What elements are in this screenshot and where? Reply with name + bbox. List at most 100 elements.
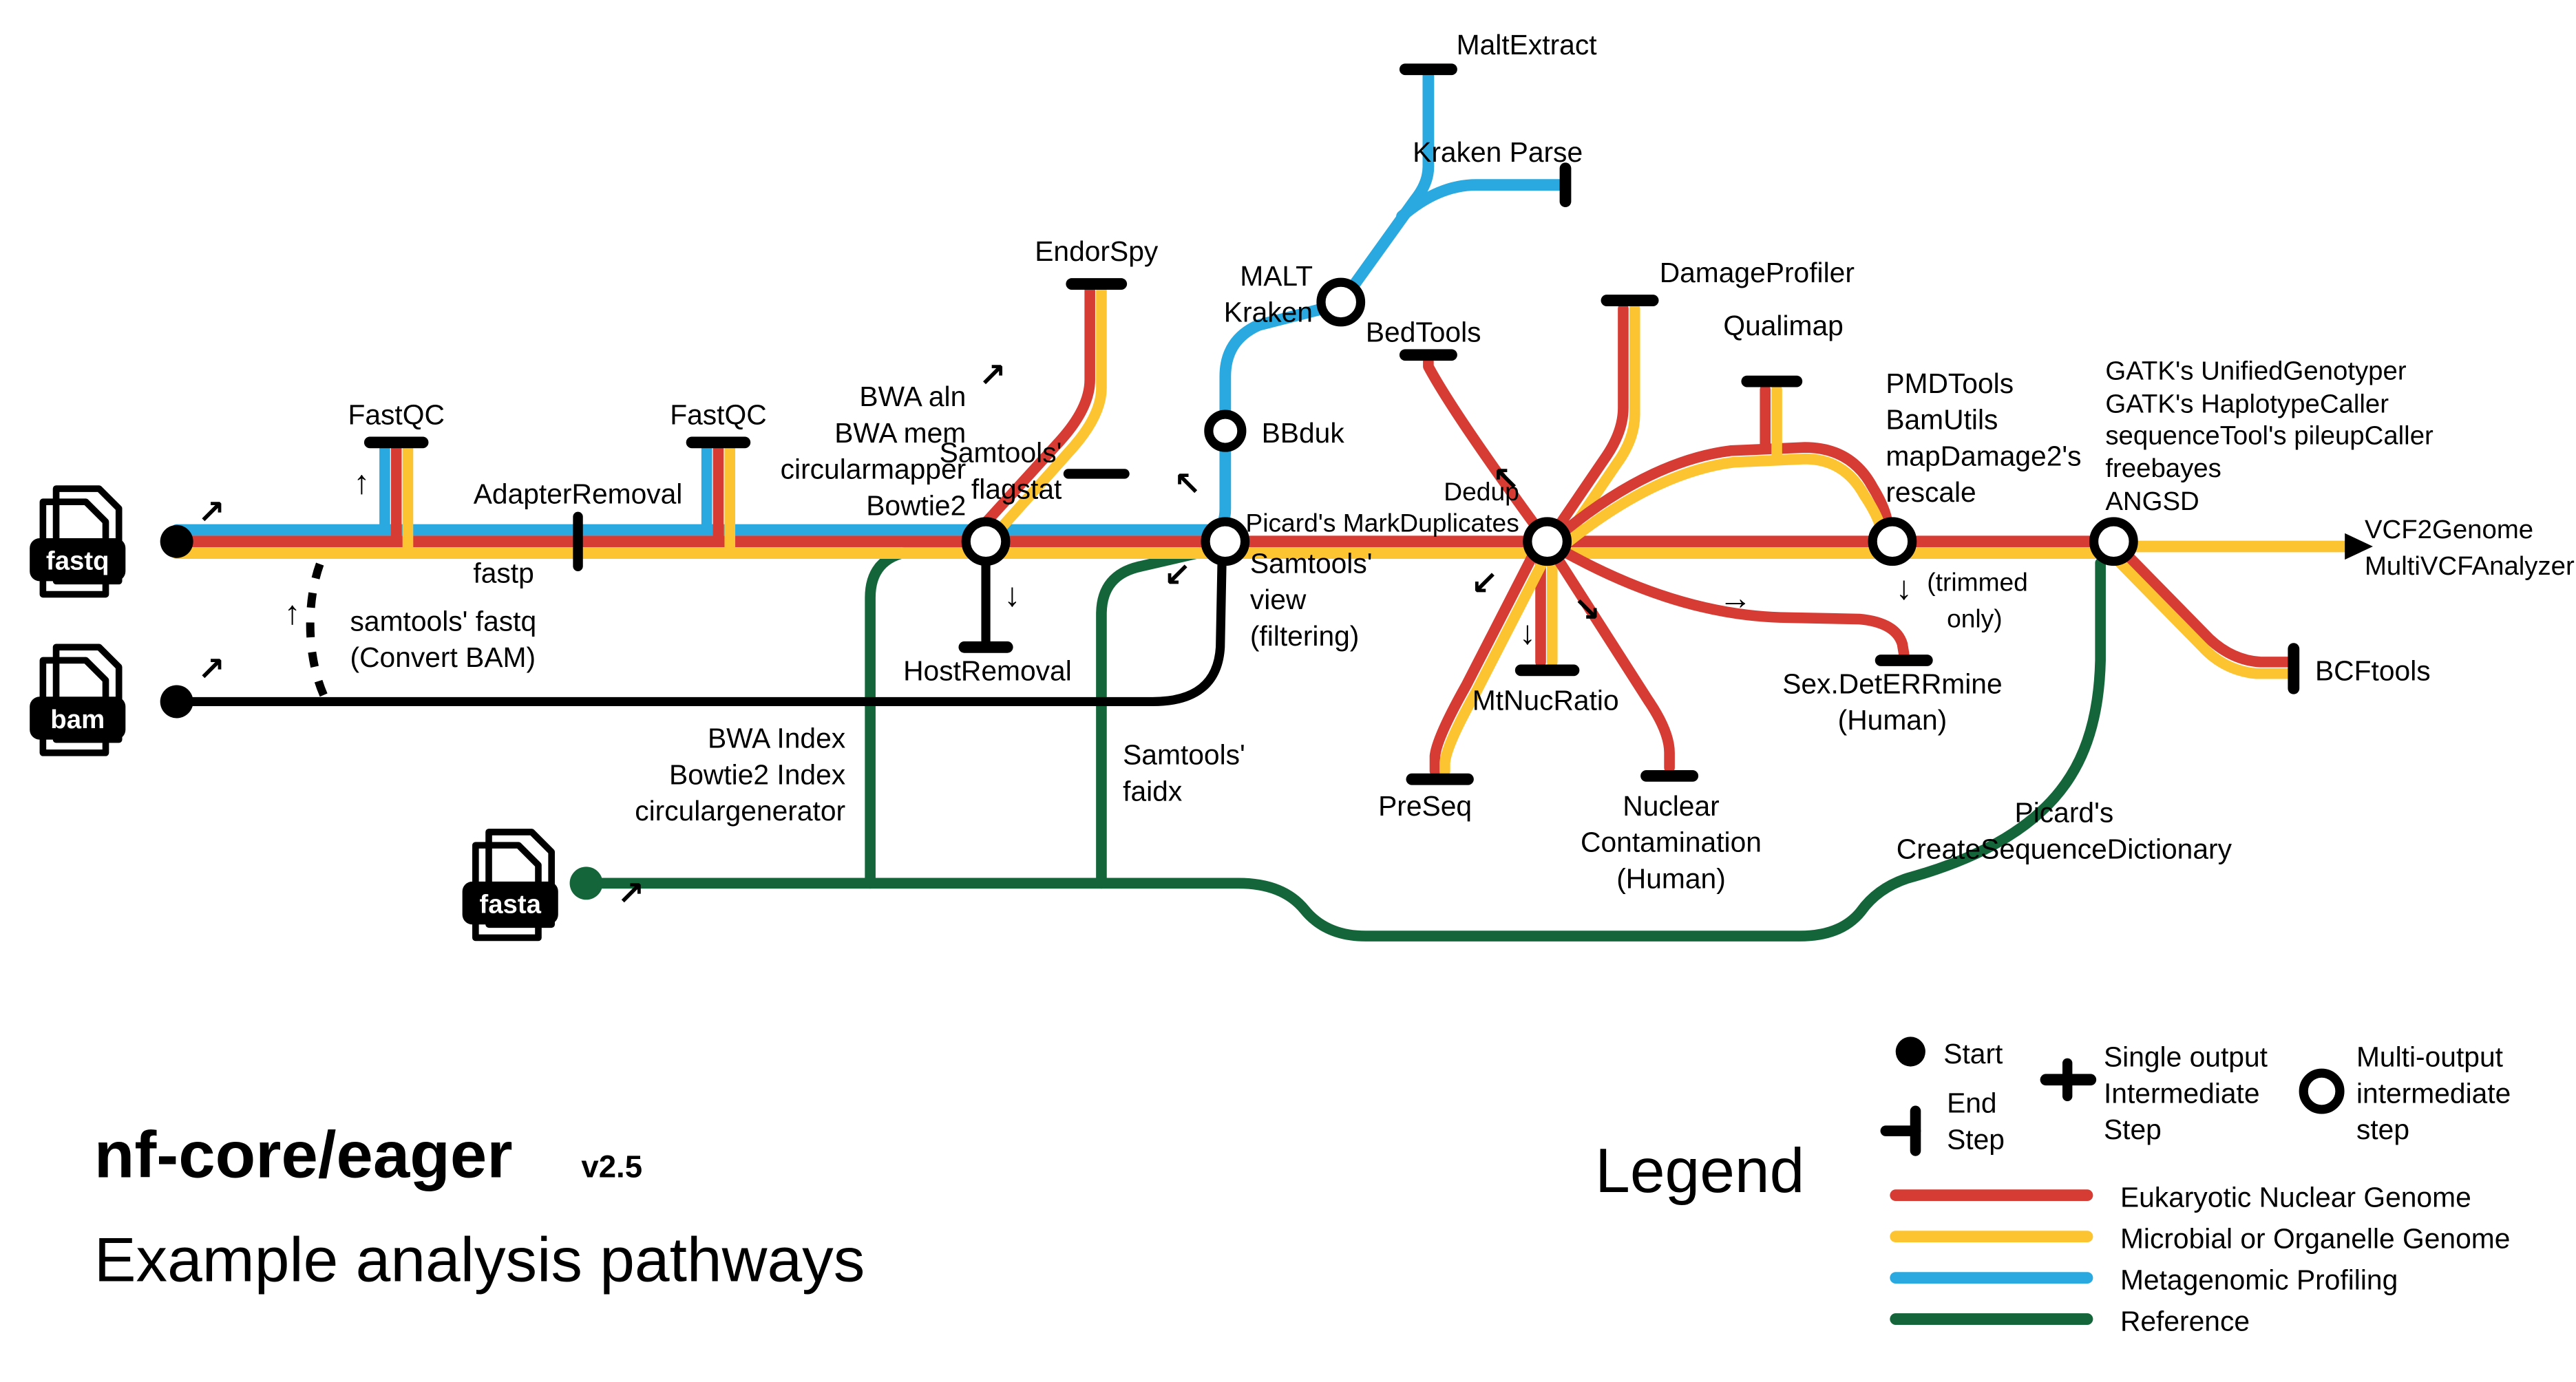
label-nuclear-2: Contamination [1581, 827, 1762, 858]
arrow-up-icon: ↑ [353, 465, 370, 501]
qualimap-arc-yellow [1563, 454, 1886, 547]
preseq-line-red [1429, 551, 1538, 776]
arrow-up-icon: ↑ [284, 595, 301, 632]
label-genotyper-5: ANGSD [2105, 487, 2199, 516]
label-aligner-1: BWA aln [859, 381, 966, 412]
arrow-down-left-icon: ↙ [1470, 566, 1498, 602]
fasta-icon-label: fasta [479, 889, 541, 919]
label-bedtools: BedTools [1366, 317, 1481, 348]
label-trimmed-1: (trimmed [1927, 568, 2028, 597]
legend-line-eukaryotic-label: Eukaryotic Nuclear Genome [2120, 1181, 2471, 1213]
arrow-up-right-icon: ↗ [979, 357, 1006, 394]
label-markduplicates: Picard's MarkDuplicates [1245, 508, 1519, 537]
legend-end-label-1: End [1947, 1087, 1997, 1119]
arrow-down-icon: ↓ [1004, 577, 1020, 613]
legend-heading: Legend [1595, 1136, 1804, 1206]
node-labels: FastQC AdapterRemoval fastp FastQC samto… [348, 29, 2575, 894]
label-convert-bam-1: samtools' fastq [350, 605, 537, 637]
malt-to-maltextract-line [1347, 70, 1435, 293]
endorspy-line-red [972, 285, 1095, 538]
fastq-start-node [160, 524, 193, 558]
damageprofiler-line-red [1552, 303, 1629, 534]
genotyping-node [2089, 517, 2138, 566]
label-genotyper-1: GATK's UnifiedGenotyper [2105, 357, 2406, 386]
document-icon [30, 647, 125, 753]
label-aligner-3: circularmapper [781, 454, 967, 485]
legend-line-metagenomic-label: Metagenomic Profiling [2120, 1264, 2398, 1295]
legend-multi-label-1: Multi-output [2356, 1041, 2504, 1073]
samtools-view-node [1201, 517, 1250, 566]
label-sexdeterrmine-1: Sex.DetERRmine [1782, 668, 2002, 699]
output-arrow-head [2345, 533, 2373, 560]
legend-multi-marker [2299, 1068, 2345, 1114]
label-dedup: Dedup [1444, 477, 1519, 506]
legend-line-reference-label: Reference [2120, 1305, 2250, 1337]
label-fastqc-2: FastQC [670, 398, 766, 430]
arrow-up-right-icon: ↗ [198, 494, 225, 531]
label-damageprofiler: DamageProfiler [1660, 257, 1855, 288]
label-vcf-output-1: VCF2Genome [2365, 515, 2533, 544]
main-trunk-lines [171, 533, 2373, 560]
label-malt-2: Kraken [1224, 297, 1313, 328]
label-adapterremoval: AdapterRemoval [474, 478, 683, 510]
label-mtnucratio: MtNucRatio [1472, 684, 1619, 716]
arrow-up-right-icon: ↗ [617, 875, 644, 912]
label-pmdtools-3: mapDamage2's [1886, 440, 2081, 471]
bcftools-line-red [2120, 547, 2293, 668]
nodes [160, 277, 2138, 900]
endorspy-line-yellow [982, 285, 1107, 549]
arrow-down-left-icon: ↙ [1163, 557, 1191, 594]
direction-arrows: ↗ ↑ ↗ ↑ ↗ ↓ ↖ ↙ ↖ ↙ ↘ ↓ ↓ → ↗ [198, 357, 1912, 912]
convert-bam-dashed-line [306, 549, 329, 697]
legend-single-label-3: Step [2104, 1114, 2162, 1145]
bam-lines [172, 549, 1227, 707]
label-vcf-output-2: MultiVCFAnalyzer [2365, 551, 2575, 581]
version-badge: v2.5 [581, 1149, 642, 1184]
reference-trunk-line [580, 557, 2106, 942]
label-aligner-4: Bowtie2 [866, 489, 966, 521]
bbduk-node [1204, 410, 1247, 452]
label-genotyper-3: sequenceTool's pileupCaller [2105, 421, 2434, 450]
label-convert-bam-2: (Convert BAM) [350, 641, 536, 673]
label-nuclear-3: (Human) [1616, 863, 1726, 895]
label-createseqdict-1: Picard's [2015, 797, 2114, 829]
reference-index-branch [865, 539, 972, 889]
pmdtools-node [1868, 517, 1917, 566]
label-samtools-view-3: (filtering) [1250, 620, 1360, 652]
sexdeterrmine-line [1558, 546, 1910, 659]
legend-single-label-2: Intermediate [2104, 1077, 2260, 1109]
arrow-up-left-icon: ↖ [1492, 461, 1520, 498]
kraken-parse-branch [1396, 179, 1568, 222]
label-bbduk: BBduk [1262, 417, 1345, 449]
label-malt-1: MALT [1240, 260, 1313, 292]
label-aligner-2: BWA mem [834, 417, 966, 449]
malt-kraken-node [1316, 277, 1366, 327]
arrow-right-icon: → [1719, 580, 1752, 617]
bam-input-line [172, 558, 1227, 707]
label-sexdeterrmine-2: (Human) [1838, 704, 1947, 736]
arrow-up-right-icon: ↗ [198, 651, 225, 688]
label-ref-index-3: circulargenerator [635, 795, 845, 827]
label-qualimap: Qualimap [1723, 310, 1843, 341]
label-createseqdict-2: CreateSequenceDictionary [1897, 833, 2232, 864]
alignment-node [961, 517, 1011, 566]
end-bars-and-ticks [363, 63, 2300, 785]
preseq-line-yellow [1439, 557, 1548, 776]
page-title: nf-core/eager [94, 1118, 513, 1191]
label-samtools-view-1: Samtools' [1250, 547, 1373, 579]
label-ref-index-2: Bowtie2 Index [669, 758, 845, 790]
branch-lines [379, 285, 2293, 776]
bam-start-node [160, 685, 193, 719]
label-trimmed-2: only) [1947, 604, 2003, 633]
label-hostremoval: HostRemoval [903, 655, 1072, 686]
document-icon [463, 832, 558, 938]
legend-line-microbial-label: Microbial or Organelle Genome [2120, 1222, 2510, 1254]
legend-multi-label-2: intermediate [2356, 1077, 2511, 1109]
label-faidx-1: Samtools' [1123, 739, 1245, 771]
reference-faidx-branch [1096, 546, 1211, 889]
bbduk-to-malt-line [1219, 303, 1329, 421]
fasta-file-icon: fasta [463, 832, 558, 938]
label-preseq: PreSeq [1378, 790, 1472, 822]
nuclear-contamination-line [1552, 552, 1675, 774]
markduplicates-node [1523, 517, 1572, 566]
